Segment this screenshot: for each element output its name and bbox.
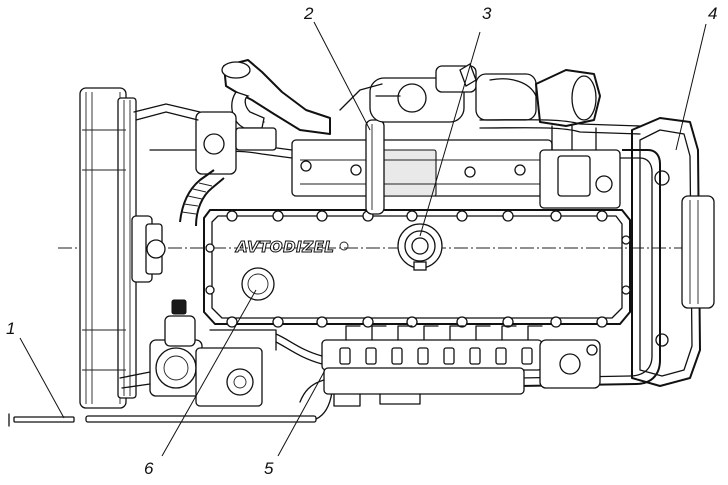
leader-6 bbox=[161, 289, 257, 457]
injection-lines bbox=[345, 325, 543, 341]
brand-logo: AVTODIZEL bbox=[235, 238, 334, 256]
generator-unit bbox=[119, 299, 263, 407]
intake-and-turbo bbox=[133, 59, 641, 227]
callout-6: 6 bbox=[144, 459, 154, 478]
valve-cover-bolts-top bbox=[226, 210, 608, 222]
pump-plungers bbox=[339, 347, 533, 365]
callout-5: 5 bbox=[264, 459, 274, 478]
callout-3: 3 bbox=[482, 4, 492, 23]
leader-5 bbox=[277, 371, 325, 457]
valve-cover-bolts-bottom bbox=[226, 316, 608, 328]
dipstick bbox=[8, 391, 333, 427]
flywheel-housing bbox=[519, 117, 715, 387]
callout-4: 4 bbox=[708, 4, 717, 23]
oil-filler-cap bbox=[397, 223, 443, 271]
leader-1 bbox=[19, 337, 65, 419]
breather-plug bbox=[241, 267, 275, 301]
valve-cover: AVTODIZEL bbox=[203, 209, 631, 328]
leader-4 bbox=[675, 23, 707, 151]
fuel-injection-pump bbox=[209, 325, 601, 407]
callout-2: 2 bbox=[303, 4, 314, 23]
leader-lines bbox=[19, 21, 707, 457]
callout-1: 1 bbox=[6, 319, 15, 338]
leader-3 bbox=[419, 31, 481, 237]
fan-assembly bbox=[79, 87, 166, 409]
leader-2 bbox=[313, 21, 371, 131]
